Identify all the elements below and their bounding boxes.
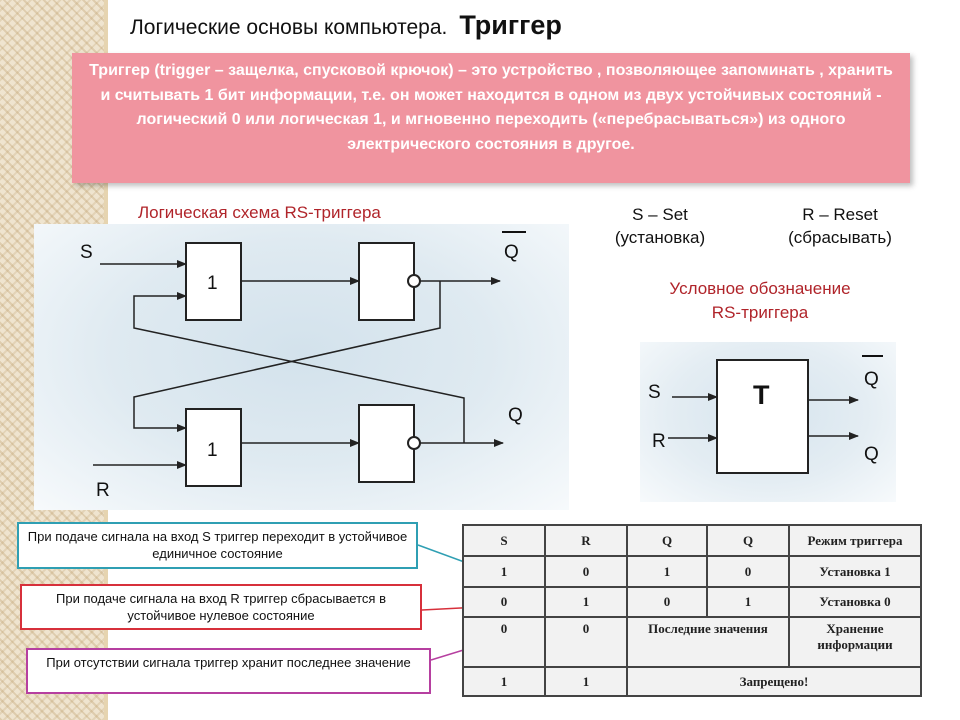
table-cell: 0 [462,586,546,618]
table-cell: Последние значения [626,616,790,668]
table-cell: Установка 0 [788,586,922,618]
table-cell: 1 [544,666,628,697]
symbol-output-q-label: Q [864,444,879,465]
table-cell: 0 [706,555,790,588]
table-cell: 1 [626,555,708,588]
output-q-bar-label: Q [504,242,519,263]
symbol-label-line1: Условное обозначение [669,279,851,298]
symbol-label-line2: RS-триггера [711,303,809,322]
table-header-row: S R Q Q Режим триггера [462,524,922,557]
or-gate-top [185,242,242,321]
table-row: 1 0 1 0 Установка 1 [462,555,922,588]
table-header-cell: Q [706,524,790,557]
symbol-input-s-label: S [648,382,661,403]
symbol-input-r-label: R [652,431,666,452]
table-cell: 1 [462,666,546,697]
table-header-cell: Режим триггера [788,524,922,557]
table-cell: 0 [626,586,708,618]
table-row: 0 0 Последние значения Хранение информац… [462,616,922,668]
slide-title: Логические основы компьютера. Триггер [130,10,562,46]
table-header-cell: S [462,524,546,557]
inverter-top-bubble [407,274,421,288]
input-r-label: R [96,480,110,501]
table-cell: 0 [544,555,628,588]
table-header-cell: R [544,524,628,557]
title-sub: Триггер [459,10,562,40]
table-header-cell: Q [626,524,708,557]
wire-feedback-q-bar [133,281,441,432]
callout-reset: При подаче сигнала на вход R триггер сбр… [20,584,422,630]
symbol-output-q-bar-label: Q [864,369,879,390]
output-q-label: Q [508,405,523,426]
symbol-label: Условное обозначение RS-триггера [640,277,880,325]
inverter-bottom-bubble [407,436,421,450]
table-cell: 0 [544,616,628,668]
diagram-label: Логическая схема RS-триггера [138,203,381,222]
legend-reset-line2: (сбрасывать) [788,228,892,247]
title-main: Логические основы компьютера. [130,16,448,39]
table-cell: Запрещено! [626,666,922,697]
callout-hold: При отсутствии сигнала триггер хранит по… [26,648,431,694]
legend-set-line2: (установка) [614,228,706,247]
legend-reset: R – Reset (сбрасывать) [770,203,910,249]
table-cell: 1 [462,555,546,588]
symbol-block-label: T [753,380,770,410]
trigger-symbol-block [716,359,809,474]
wire-feedback-q [133,292,465,443]
table-cell: 1 [706,586,790,618]
gate-top-label: 1 [207,273,218,294]
or-gate-bottom [185,408,242,487]
gate-bottom-label: 1 [207,440,218,461]
table-cell: 0 [462,616,546,668]
legend-reset-line1: R – Reset [802,205,878,224]
callout-set: При подаче сигнала на вход S триггер пер… [17,522,418,569]
table-row: 1 1 Запрещено! [462,666,922,697]
table-row: 0 1 0 1 Установка 0 [462,586,922,618]
legend-set: S – Set (установка) [600,203,720,249]
definition-box: Триггер (trigger – защелка, спусковой кр… [72,53,910,183]
table-cell: Установка 1 [788,555,922,588]
legend-set-line1: S – Set [632,205,688,224]
diagram-background [34,224,569,510]
table-cell: Хранение информации [788,616,922,668]
input-s-label: S [80,242,93,263]
truth-table: S R Q Q Режим триггера 1 0 1 0 Установка… [462,524,922,697]
inverter-top [358,242,415,321]
inverter-bottom [358,404,415,483]
table-cell: 1 [544,586,628,618]
